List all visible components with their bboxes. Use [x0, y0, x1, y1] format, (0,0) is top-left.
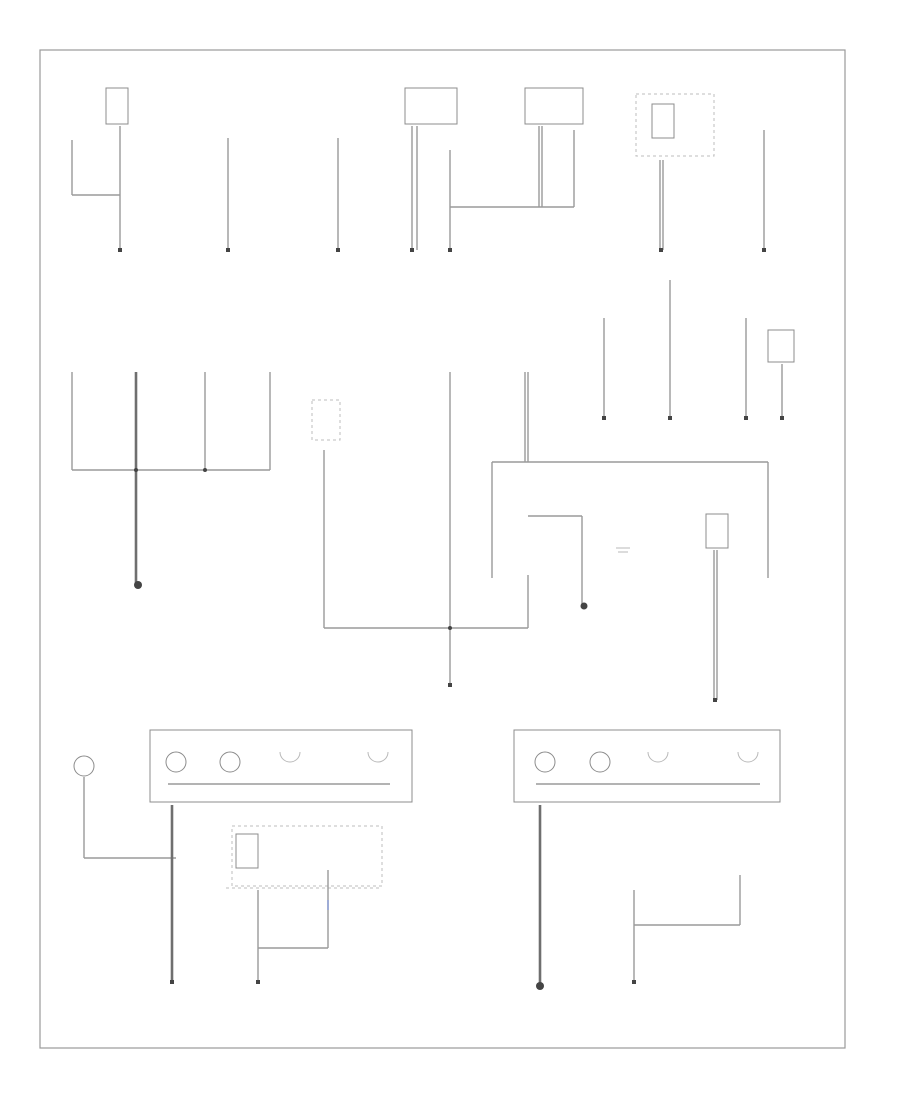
component-box-f1 [651, 103, 675, 139]
cluster-box-left [149, 729, 413, 803]
lamp-icon [647, 751, 669, 763]
bulb-icon [589, 751, 611, 773]
ground-point-left [134, 581, 142, 589]
row2-right-circuits [602, 280, 795, 702]
lamp-icon [279, 751, 301, 763]
diagram-frame [39, 49, 846, 1049]
lamp-icon [737, 751, 759, 763]
component-box-d1 [404, 87, 458, 125]
ground-point-right [536, 982, 544, 990]
bulb-icon [73, 755, 95, 777]
component-box-r3 [705, 513, 729, 549]
component-dashed-box-f [635, 93, 715, 157]
component-box-r2 [767, 329, 795, 363]
bulb-icon [219, 751, 241, 773]
ground-point-center [580, 602, 588, 610]
cluster-box-right [513, 729, 781, 803]
row3-right-instrument-cluster [513, 729, 781, 990]
component-box-e1 [524, 87, 584, 125]
bulb-icon [534, 751, 556, 773]
row2-left-ground-bus [71, 372, 271, 589]
row2-center-ground-bus [311, 372, 769, 687]
row1-ground-circuits [71, 87, 766, 252]
bulb-icon [165, 751, 187, 773]
row3-left-instrument-cluster [73, 729, 413, 984]
lamp-icon [367, 751, 389, 763]
component-box-a1 [105, 87, 129, 125]
component-box-l3 [235, 833, 259, 869]
